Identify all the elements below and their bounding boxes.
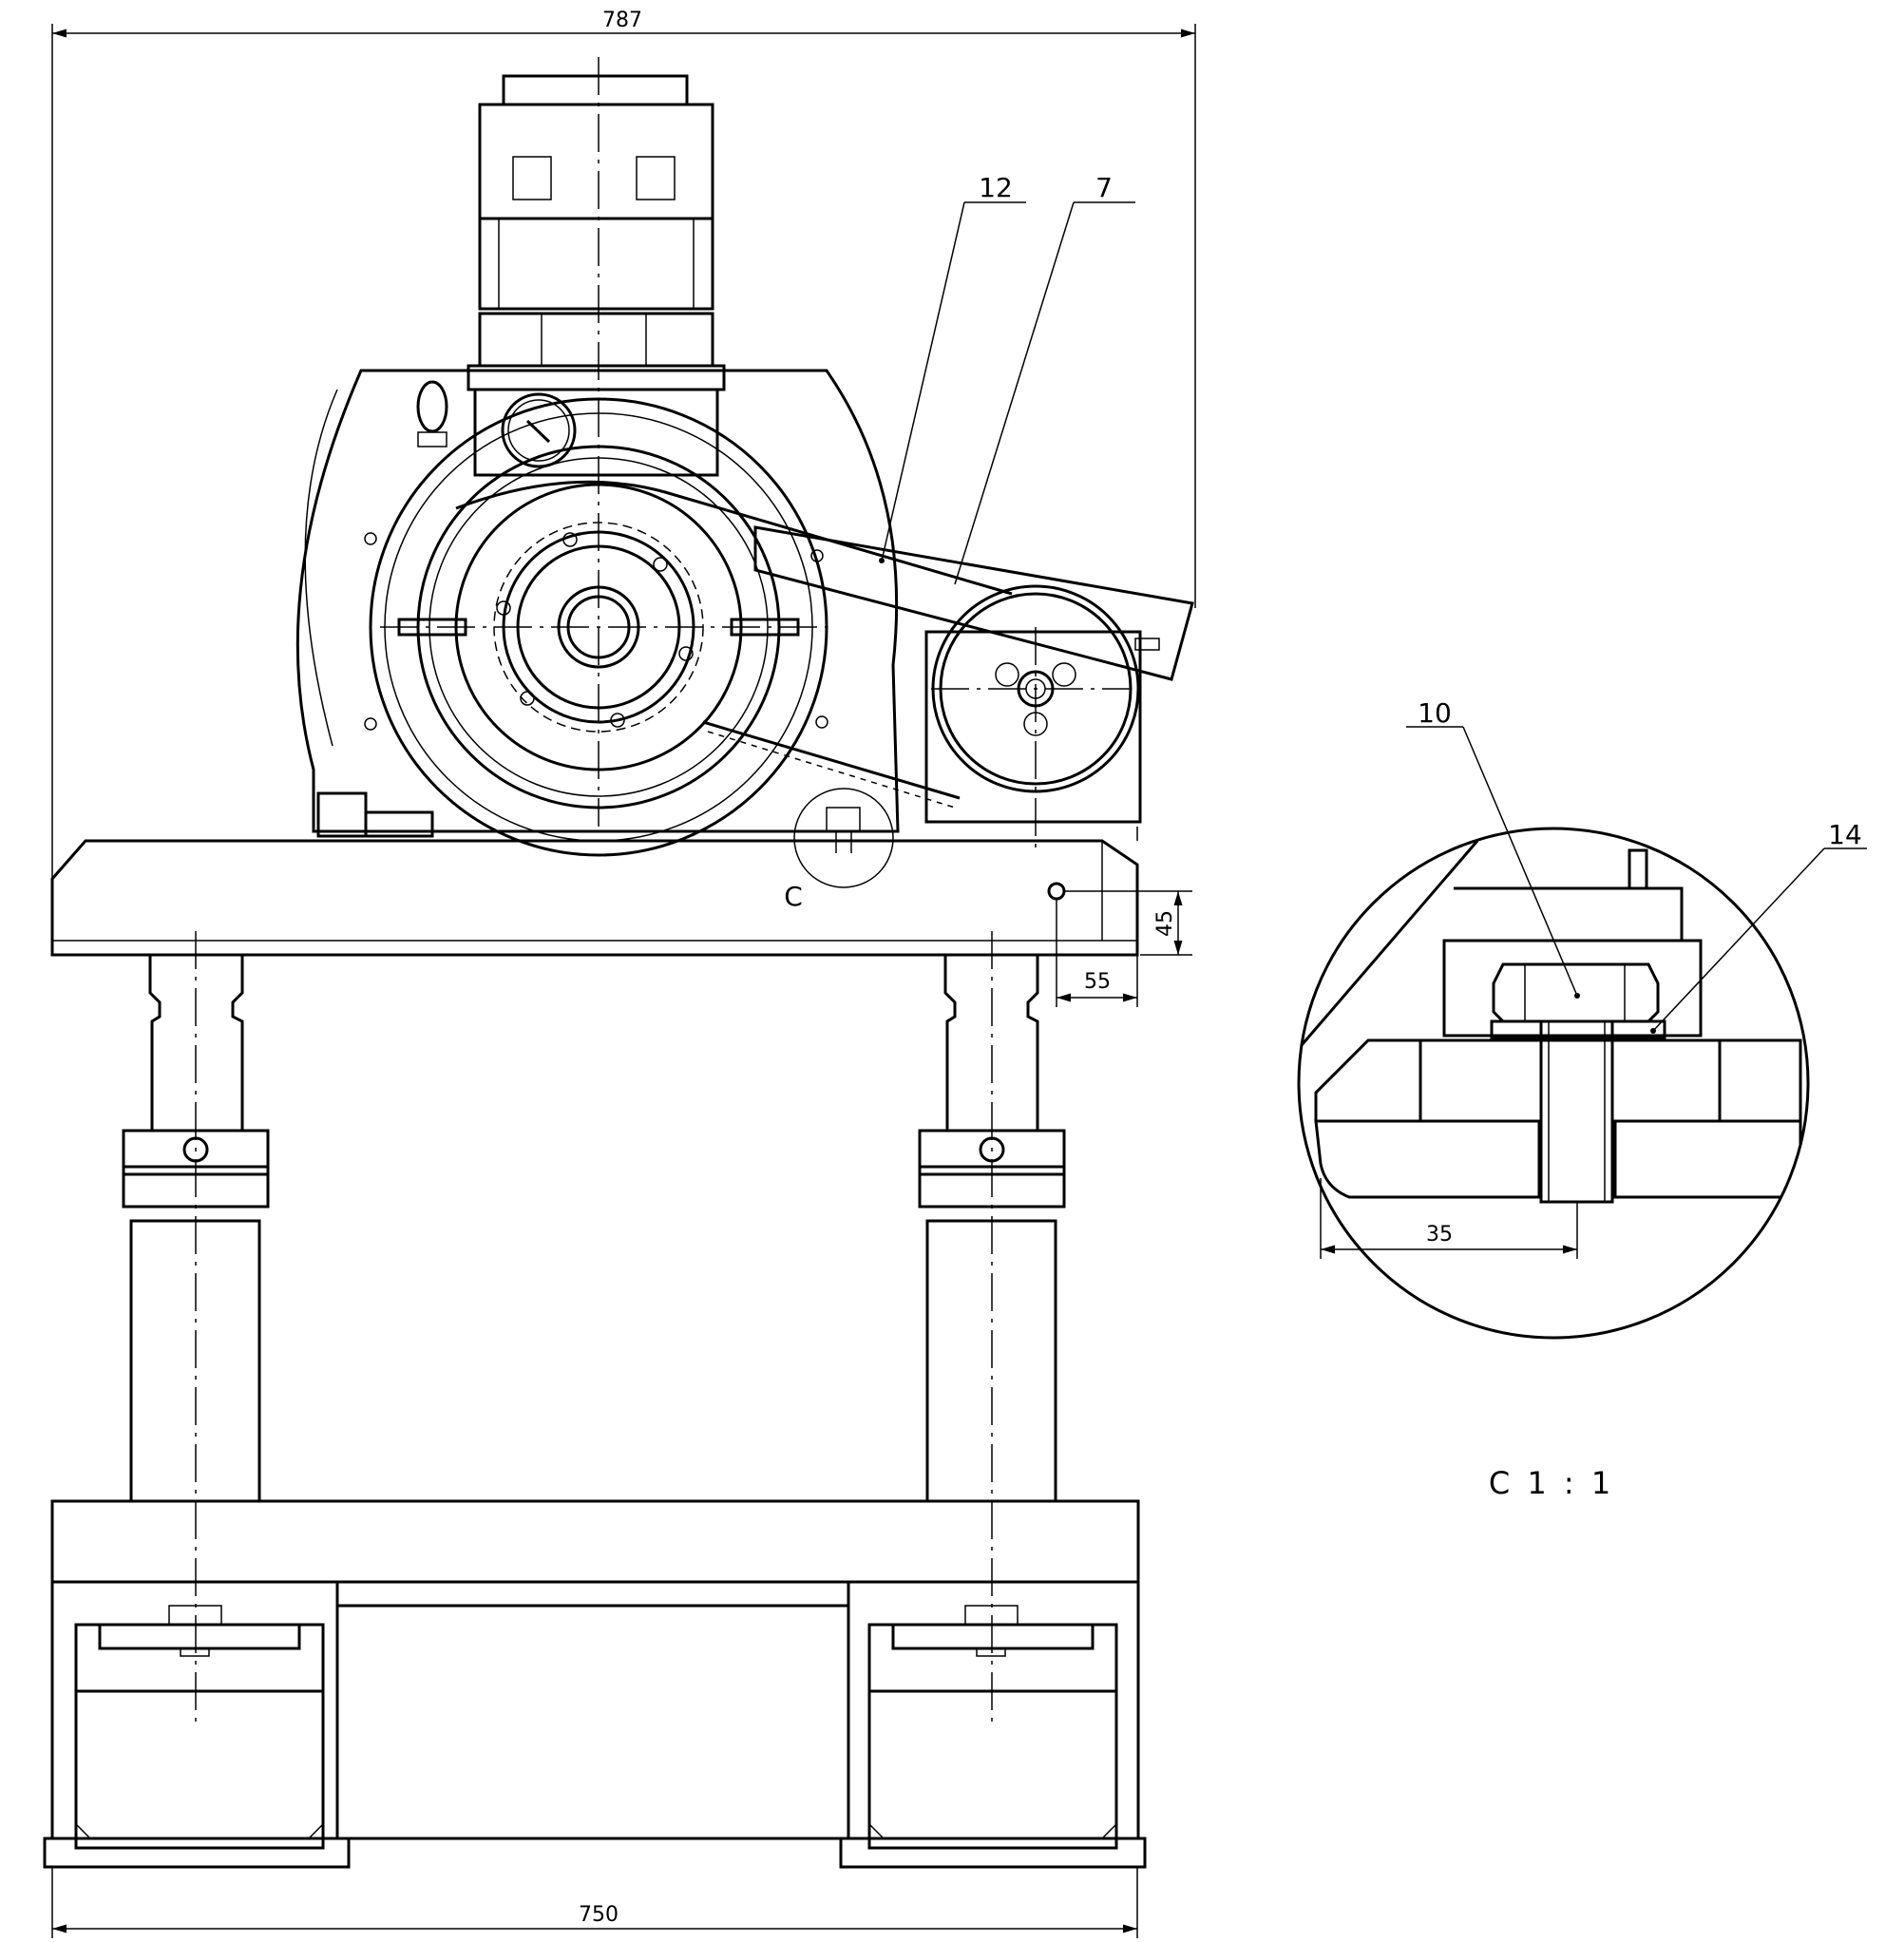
svg-text:10: 10 (1418, 697, 1452, 729)
detail-c-marker (793, 788, 894, 888)
support-column-left (122, 931, 270, 1729)
dimension-label-55: 55 (1084, 970, 1111, 994)
callout-12: 12 (879, 172, 1026, 563)
detail-marker-letter: C (784, 881, 803, 912)
lower-frame (43, 1499, 1147, 1869)
dimension-overall-width-top: 787 (51, 9, 1196, 955)
svg-text:7: 7 (1095, 172, 1113, 203)
detail-view-c: 35 (1297, 827, 1810, 1340)
dimension-overall-width-bottom: 750 (51, 1867, 1138, 1938)
dimension-hole: 45 55 (1056, 890, 1192, 1007)
dimension-label-787: 787 (602, 9, 642, 32)
callout-7: 7 (954, 172, 1135, 585)
svg-text:14: 14 (1828, 819, 1862, 850)
base-plate: C (50, 788, 1139, 957)
detail-title: C 1 : 1 (1489, 1465, 1614, 1501)
callout-14: 14 (1652, 819, 1867, 1032)
flange-bolt-icons (364, 532, 828, 731)
dimension-label-35: 35 (1426, 1223, 1453, 1247)
callout-10: 10 (1406, 697, 1578, 997)
small-pulley (931, 584, 1140, 793)
svg-text:12: 12 (979, 172, 1013, 203)
belt-drive (455, 480, 1194, 824)
support-column-right (918, 931, 1066, 1729)
pressure-gauge-icon (501, 392, 577, 468)
motor-assembly (295, 57, 1131, 857)
dimension-label-750: 750 (579, 1903, 619, 1927)
eyebolt-icon (416, 380, 448, 433)
belt-guard (753, 525, 1194, 681)
dimension-label-45: 45 (1153, 910, 1177, 937)
